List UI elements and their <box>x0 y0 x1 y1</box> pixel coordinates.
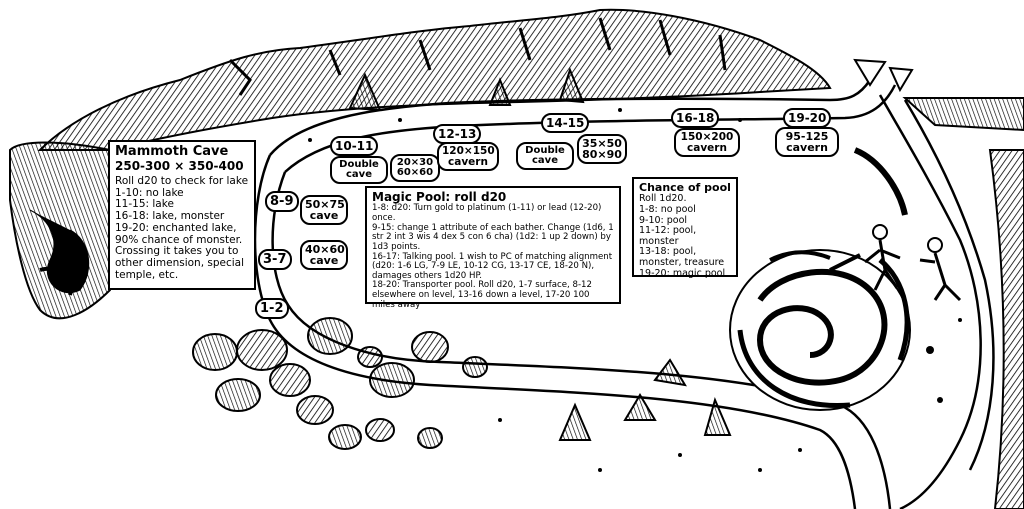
tag-range-12-13: 12-13 <box>433 124 482 144</box>
chance-pool-title: Chance of pool <box>639 181 731 194</box>
chance-pool-row: 1-8: no pool <box>639 203 696 215</box>
mammoth-cave-title: Mammoth Cave <box>115 144 229 159</box>
tag-label-text: 35×50 80×90 <box>582 137 622 161</box>
tag-label-text: 50×75 cave <box>305 198 345 222</box>
tag-cavern-95-125: 95-125 cavern <box>775 127 839 157</box>
floor-pebbles <box>308 108 962 472</box>
tag-range-3-7: 3-7 <box>258 249 292 270</box>
magic-pool-row: 16-17: Talking pool. 1 wish to PC of mat… <box>372 251 613 281</box>
tag-double-cave-b: Double cave <box>516 142 574 170</box>
tag-cavern-120x150: 120×150 cavern <box>437 142 499 171</box>
tag-label-text: 20×30 60×60 <box>396 157 434 178</box>
tag-range-16-18: 16-18 <box>671 108 720 128</box>
mammoth-cave-intro: Roll d20 to check for lake <box>115 174 249 187</box>
tag-cavern-150x200: 150×200 cavern <box>674 128 740 157</box>
chance-pool-intro: Roll 1d20. <box>639 193 687 205</box>
chance-pool-row: 11-12: pool, monster <box>639 225 697 247</box>
tag-range-8-9: 8-9 <box>265 191 299 212</box>
mammoth-cave-size: 250-300 × 350-400 <box>115 158 244 173</box>
cave-wall-left <box>9 141 111 320</box>
tag-range-1-2: 1-2 <box>255 298 289 319</box>
magic-pool-row: 18-20: Transporter pool. Roll d20, 1-7 s… <box>372 280 592 310</box>
tag-range-text: 14-15 <box>546 116 585 130</box>
magic-pool-box: Magic Pool: roll d20 1-8: d20: Turn gold… <box>365 186 621 309</box>
tag-range-10-11: 10-11 <box>330 136 379 156</box>
tag-label-text: 120×150 cavern <box>442 145 495 168</box>
tag-range-text: 1-2 <box>260 301 284 316</box>
mammoth-row: 1-10: no lake <box>115 186 184 199</box>
tag-range-text: 3-7 <box>263 252 287 267</box>
tag-label-text: 95-125 cavern <box>785 130 829 154</box>
magic-pool-row: 1-8: d20: Turn gold to platinum (1-11) o… <box>372 203 602 224</box>
tag-range-text: 12-13 <box>438 127 477 141</box>
tag-cave-50x75: 50×75 cave <box>300 195 348 225</box>
tag-label-text: Double cave <box>525 145 565 166</box>
mammoth-row: 11-15: lake <box>115 198 174 211</box>
chance-of-pool-box: Chance of pool Roll 1d20. 1-8: no pool 9… <box>632 177 738 279</box>
magic-pool-whirl <box>729 249 911 411</box>
mammoth-row: 16-18: lake, monster <box>115 210 225 223</box>
mammoth-row: 19-20: enchanted lake, 90% chance of mon… <box>115 221 245 281</box>
tag-double-cave-a: Double cave <box>330 156 388 184</box>
tag-range-text: 10-11 <box>335 139 374 153</box>
tag-cave-40x60: 40×60 cave <box>300 240 348 270</box>
chance-pool-row: 19-20: magic pool <box>639 267 726 279</box>
stalagmites <box>348 67 732 441</box>
mushrooms <box>192 317 488 450</box>
tag-range-text: 16-18 <box>676 111 715 125</box>
tag-double-cave-b-size: 35×50 80×90 <box>577 134 627 164</box>
chance-pool-row: 9-10: pool <box>639 214 688 226</box>
tag-range-14-15: 14-15 <box>541 113 590 133</box>
adventurer-figures <box>829 224 962 302</box>
tag-label-text: Double cave <box>339 159 379 180</box>
chance-pool-row: 13-18: pool, monster, treasure <box>639 246 725 269</box>
tag-range-19-20: 19-20 <box>783 108 832 128</box>
tag-range-text: 19-20 <box>788 111 827 125</box>
magic-pool-row: 9-15: change 1 attribute of each bather.… <box>372 222 614 252</box>
tag-double-cave-a-size: 20×30 60×60 <box>390 154 440 182</box>
tag-label-text: 40×60 cave <box>305 243 345 267</box>
tag-label-text: 150×200 cavern <box>680 131 734 154</box>
cave-wall-top <box>37 8 832 151</box>
magic-pool-title: Magic Pool: roll d20 <box>372 190 507 204</box>
tag-range-text: 8-9 <box>270 194 294 209</box>
mammoth-cave-box: Mammoth Cave 250-300 × 350-400 Roll d20 … <box>108 140 256 290</box>
